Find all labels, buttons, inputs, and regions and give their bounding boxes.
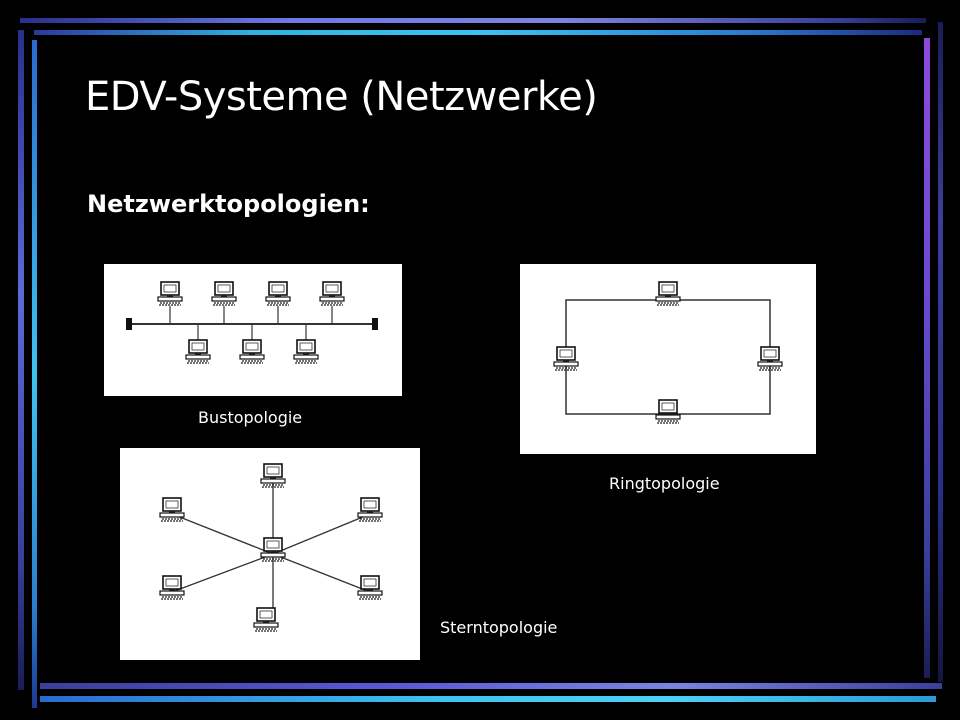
computer-icon bbox=[159, 497, 185, 522]
computer-icon bbox=[159, 575, 185, 600]
frame-bar-right bbox=[924, 38, 930, 678]
slide-title: EDV-Systeme (Netzwerke) bbox=[85, 74, 598, 120]
frame-bar-bottom-inner bbox=[40, 696, 936, 702]
computer-icon bbox=[553, 346, 579, 371]
ring-line bbox=[565, 299, 771, 415]
computer-icon bbox=[253, 607, 279, 632]
star-topology-diagram bbox=[120, 448, 420, 660]
computer-icon bbox=[260, 463, 286, 488]
bus-topology-diagram bbox=[104, 264, 402, 396]
terminator-icon bbox=[372, 318, 378, 330]
computer-icon bbox=[319, 281, 345, 306]
frame-bar-left bbox=[18, 30, 24, 690]
terminator-icon bbox=[126, 318, 132, 330]
computer-icon bbox=[157, 281, 183, 306]
bus-topology-caption: Bustopologie bbox=[198, 408, 303, 427]
computer-icon bbox=[260, 537, 286, 562]
computer-icon bbox=[757, 346, 783, 371]
computer-icon bbox=[357, 575, 383, 600]
computer-icon bbox=[211, 281, 237, 306]
star-topology-caption: Sterntopologie bbox=[440, 618, 558, 637]
frame-bar-top-inner bbox=[34, 30, 922, 35]
ring-topology-caption: Ringtopologie bbox=[609, 474, 720, 493]
computer-icon bbox=[239, 339, 265, 364]
frame-bar-top bbox=[20, 18, 926, 23]
computer-icon bbox=[655, 399, 681, 424]
frame-bar-left-inner bbox=[32, 40, 37, 708]
frame-bar-bottom bbox=[40, 683, 942, 689]
computer-icon bbox=[185, 339, 211, 364]
slide-subtitle: Netzwerktopologien: bbox=[87, 190, 370, 218]
computer-icon bbox=[357, 497, 383, 522]
computer-icon bbox=[265, 281, 291, 306]
ring-topology-diagram bbox=[520, 264, 816, 454]
frame-bar-right-inner bbox=[938, 22, 943, 682]
computer-icon bbox=[293, 339, 319, 364]
computer-icon bbox=[655, 281, 681, 306]
